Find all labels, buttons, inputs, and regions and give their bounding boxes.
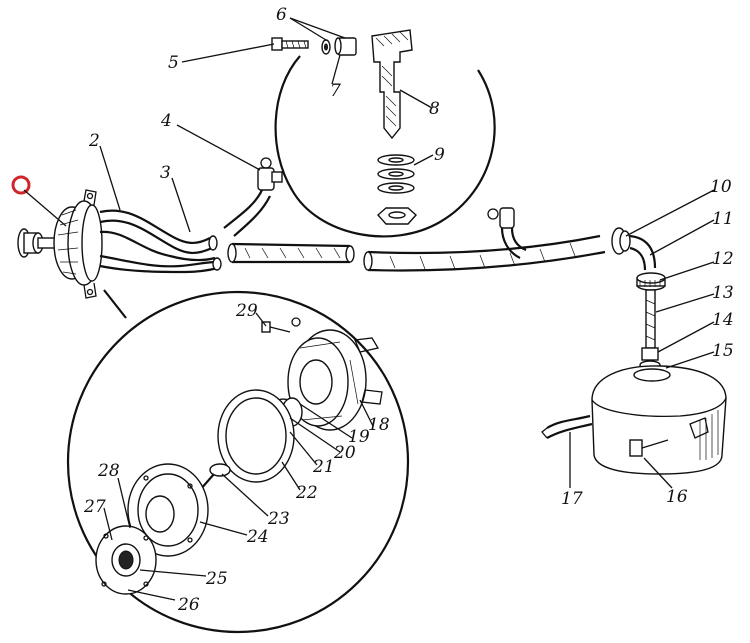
reservoir-tank <box>541 365 727 475</box>
callout-29: 29 <box>235 301 258 321</box>
callout-28: 28 <box>97 461 120 481</box>
callout-13: 13 <box>712 283 734 303</box>
upper-detail-circle <box>271 29 496 238</box>
callout-11: 11 <box>712 209 734 229</box>
highlight-marker <box>11 175 31 195</box>
callout-24: 24 <box>246 527 269 547</box>
callout-19: 19 <box>348 427 370 447</box>
callout-labels: 2 3 4 5 6 7 8 9 10 11 12 13 14 15 16 17 … <box>83 5 734 615</box>
callout-12: 12 <box>712 249 734 269</box>
leader-lines <box>99 17 715 601</box>
callout-17: 17 <box>561 489 583 509</box>
callout-20: 20 <box>333 443 356 463</box>
callout-15: 15 <box>712 341 734 361</box>
pump-assembly <box>17 189 103 299</box>
callout-22: 22 <box>295 483 318 503</box>
callout-8: 8 <box>429 99 440 119</box>
callout-7: 7 <box>330 81 341 101</box>
callout-27: 27 <box>83 497 106 517</box>
callout-10: 10 <box>710 177 732 197</box>
callout-5: 5 <box>168 53 179 73</box>
callout-18: 18 <box>368 415 390 435</box>
callout-25: 25 <box>205 569 228 589</box>
callout-21: 21 <box>312 457 335 477</box>
callout-16: 16 <box>666 487 688 507</box>
callout-6: 6 <box>276 5 287 25</box>
hoses <box>99 157 666 370</box>
lower-detail-circle <box>66 289 410 634</box>
callout-9: 9 <box>434 145 445 165</box>
callout-4: 4 <box>160 111 172 131</box>
callout-14: 14 <box>712 310 734 330</box>
callout-26: 26 <box>177 595 200 615</box>
callout-3: 3 <box>160 163 171 183</box>
callout-2: 2 <box>88 131 100 151</box>
callout-23: 23 <box>267 509 290 529</box>
